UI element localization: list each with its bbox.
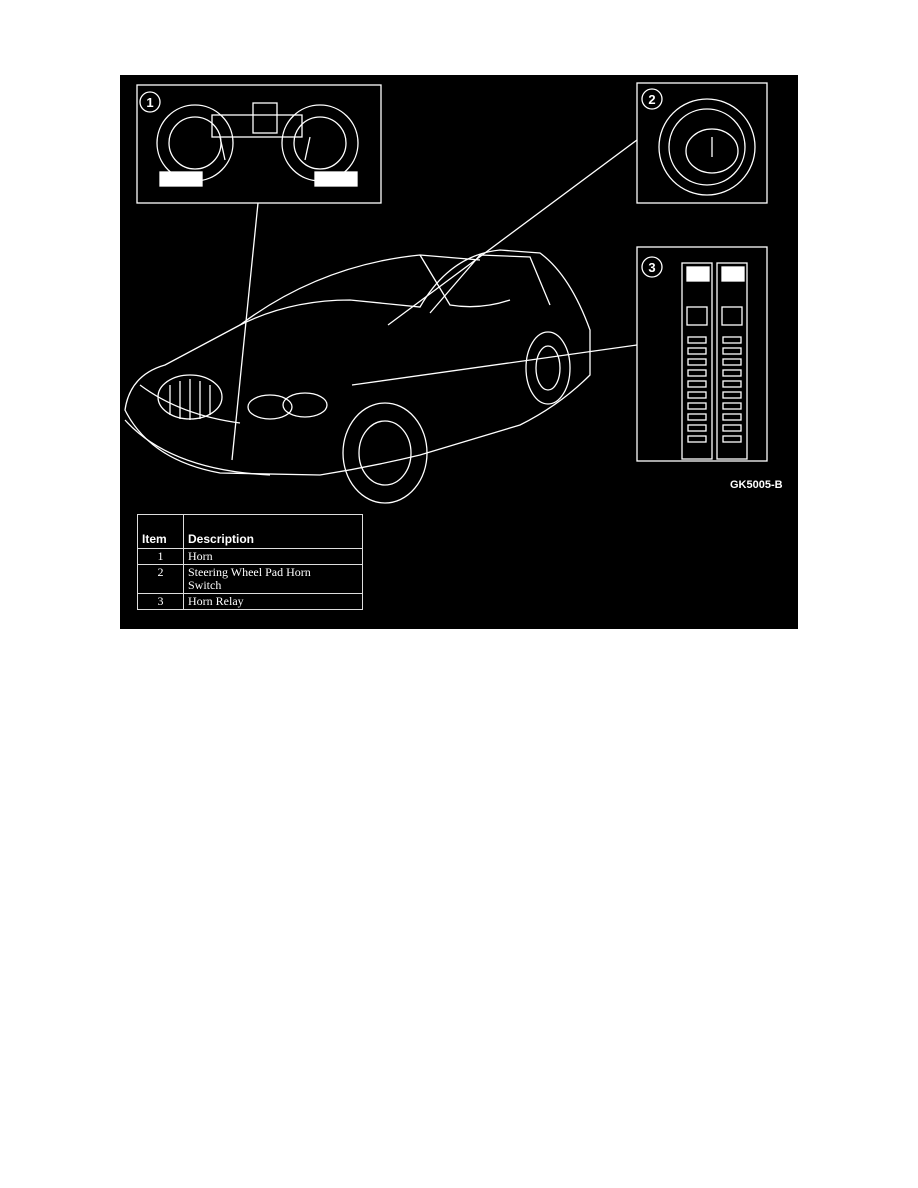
callout-1: 1: [146, 95, 153, 110]
item-number: 1: [137, 548, 184, 565]
fuse: [687, 380, 707, 388]
fuse: [687, 424, 707, 432]
fuse: [687, 413, 707, 421]
figure-code: GK5005-B: [730, 479, 783, 491]
fuse: [687, 369, 707, 377]
item-description: Horn: [183, 548, 363, 565]
fuse: [687, 347, 707, 355]
car-illustration: 1 2 3: [124, 82, 768, 504]
item-number: 2: [137, 564, 184, 594]
item-description: Steering Wheel Pad Horn Switch: [183, 564, 363, 594]
fuse: [722, 336, 742, 344]
item-description: Horn Relay: [183, 593, 363, 610]
fuse: [722, 358, 742, 366]
header-description: Description: [183, 514, 363, 549]
fuse: [687, 391, 707, 399]
inset-horn: 1: [136, 84, 382, 204]
fuse: [722, 369, 742, 377]
fuse: [722, 391, 742, 399]
fuse: [722, 413, 742, 421]
fuse: [722, 402, 742, 410]
fuse: [722, 435, 742, 443]
fuse: [722, 424, 742, 432]
horn-location-figure: 1 2 3: [120, 75, 798, 629]
callout-3: 3: [648, 260, 655, 275]
fuse: [687, 336, 707, 344]
inset-steering-wheel: 2: [636, 82, 768, 204]
item-number: 3: [137, 593, 184, 610]
fuse: [722, 380, 742, 388]
fuse: [687, 358, 707, 366]
fuse: [722, 347, 742, 355]
fuse: [687, 435, 707, 443]
callout-2: 2: [648, 92, 655, 107]
fuse: [687, 402, 707, 410]
inset-fuse-box: 3: [636, 246, 768, 462]
header-item: Item: [137, 514, 184, 549]
car: [124, 249, 591, 504]
